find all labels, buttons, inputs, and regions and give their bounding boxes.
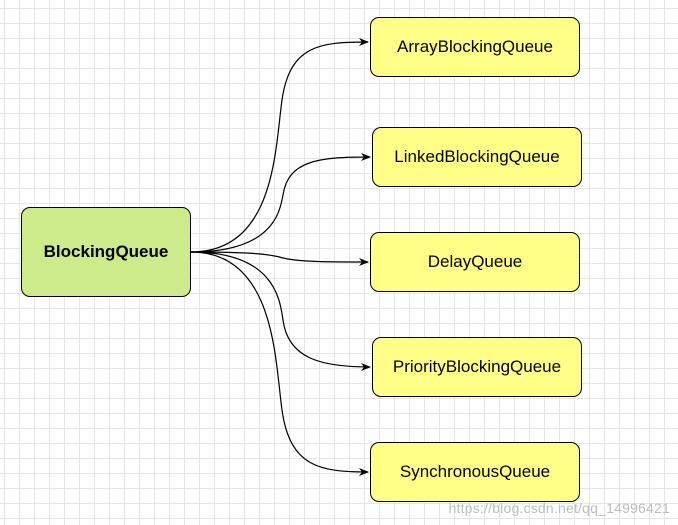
edge-to-delay (190, 251, 369, 266)
node-label: BlockingQueue (43, 242, 169, 261)
node-label: SynchronousQueue (399, 462, 551, 481)
node-blocking-queue[interactable]: BlockingQueue (21, 207, 191, 297)
edge-to-linked (190, 153, 371, 253)
node-label: DelayQueue (427, 252, 523, 271)
node-array-blocking-queue[interactable]: ArrayBlockingQueue (370, 17, 580, 77)
node-label: ArrayBlockingQueue (397, 37, 553, 56)
edge-to-priority (190, 251, 371, 371)
edge-to-synchronous (190, 251, 369, 476)
node-linked-blocking-queue[interactable]: LinkedBlockingQueue (372, 127, 582, 187)
node-synchronous-queue[interactable]: SynchronousQueue (370, 442, 580, 502)
node-label: LinkedBlockingQueue (394, 147, 560, 166)
node-label: PriorityBlockingQueue (392, 357, 562, 376)
node-priority-blocking-queue[interactable]: PriorityBlockingQueue (372, 337, 582, 397)
edge-to-array (190, 38, 369, 253)
node-delay-queue[interactable]: DelayQueue (370, 232, 580, 292)
watermark-text: https://blog.csdn.net/qq_14996421 (448, 500, 670, 516)
